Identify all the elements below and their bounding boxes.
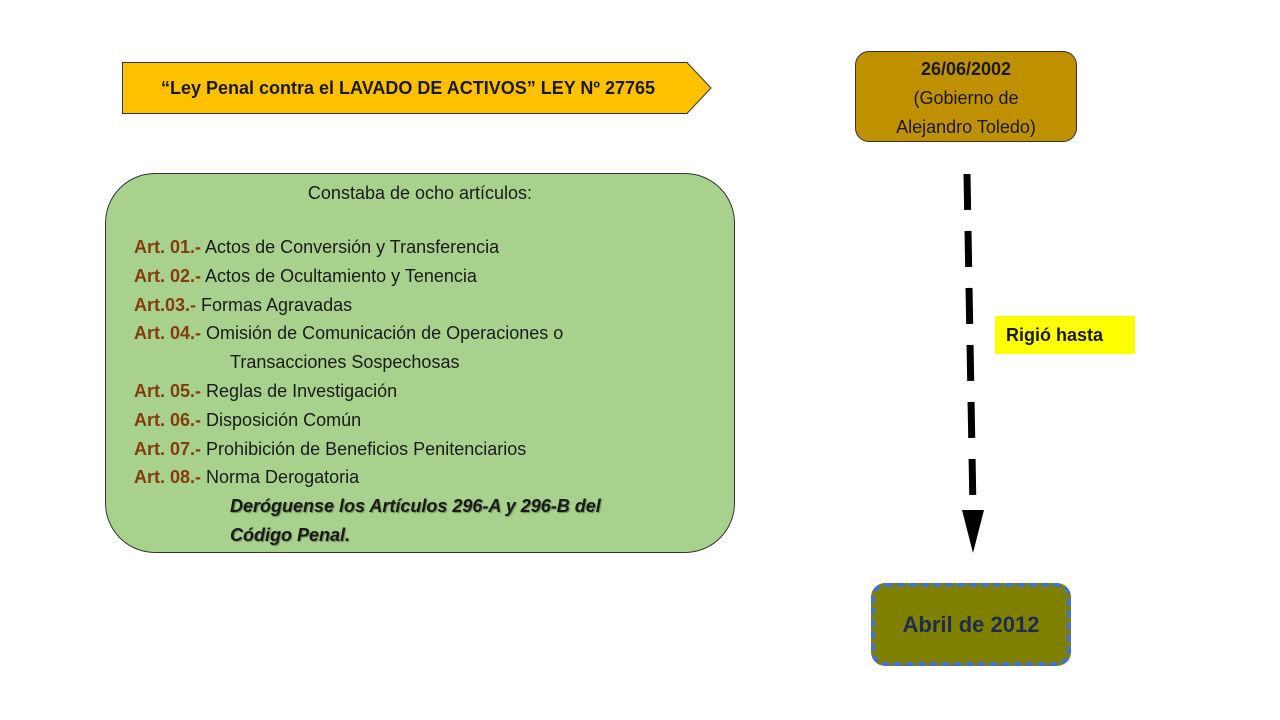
article-text: Reglas de Investigación: [206, 380, 398, 401]
article-text: Actos de Conversión y Transferencia: [205, 237, 500, 257]
timeline-dashed-line: [963, 173, 977, 511]
law-title-banner: “Ley Penal contra el LAVADO DE ACTIVOS” …: [122, 62, 712, 114]
article-row: Art. 07.- Prohibición de Beneficios Peni…: [134, 435, 714, 464]
start-date-line1: (Gobierno de: [913, 88, 1019, 108]
article-label: Art. 01.-: [134, 237, 202, 257]
article-label: Art.03.-: [134, 294, 197, 315]
arrow-down-icon: [962, 510, 984, 553]
start-date-line2: Alejandro Toledo): [896, 117, 1036, 137]
article-row: Art. 06.- Disposición Común: [134, 406, 714, 435]
article-label: Art. 02.-: [134, 265, 202, 286]
article-row: Art. 02.- Actos de Ocultamiento y Tenenc…: [134, 262, 714, 291]
start-date: 26/06/2002: [920, 59, 1012, 79]
article-text: Disposición Común: [206, 409, 362, 430]
article-continuation: Transacciones Sospechosas: [230, 352, 460, 373]
article-row: Art. 01.- Actos de Conversión y Transfer…: [134, 233, 714, 262]
arrow-shape: [122, 62, 712, 114]
article-row: Art.03.- Formas Agravadas: [134, 291, 714, 320]
article-row: Art. 04.- Omisión de Comunicación de Ope…: [134, 319, 714, 348]
article-text: Formas Agravadas: [201, 294, 353, 315]
article-text: Norma Derogatoria: [206, 467, 360, 488]
article-text: Prohibición de Beneficios Penitenciarios: [206, 438, 527, 459]
articles-title: Constaba de ocho artículos:: [307, 183, 533, 203]
derogation-note-line2: Código Penal.: [230, 524, 351, 545]
article-text: Omisión de Comunicación de Operaciones o: [206, 323, 564, 344]
articles-list: Art. 01.- Actos de Conversión y Transfer…: [134, 233, 714, 550]
article-label: Art. 06.-: [134, 409, 202, 430]
end-date-box: Abril de 2012: [871, 583, 1071, 666]
article-row: Art. 05.- Reglas de Investigación: [134, 377, 714, 406]
article-label: Art. 08.-: [134, 467, 202, 488]
derogation-note-line1: Deróguense los Artículos 296-A y 296-B d…: [230, 496, 601, 517]
valid-until-label: Rigió hasta: [995, 316, 1135, 354]
article-label: Art. 07.-: [134, 438, 202, 459]
timeline-dashed-arrow: [962, 173, 984, 553]
law-title-text: “Ley Penal contra el LAVADO DE ACTIVOS” …: [160, 77, 656, 98]
start-date-box: 26/06/2002 (Gobierno de Alejandro Toledo…: [855, 51, 1077, 142]
article-label: Art. 05.-: [134, 380, 202, 401]
article-label: Art. 04.-: [134, 323, 202, 344]
article-row: Art. 08.- Norma Derogatoria: [134, 463, 714, 492]
article-text: Actos de Ocultamiento y Tenencia: [205, 265, 477, 286]
articles-box: Constaba de ocho artículos: Art. 01.- Ac…: [105, 173, 735, 553]
